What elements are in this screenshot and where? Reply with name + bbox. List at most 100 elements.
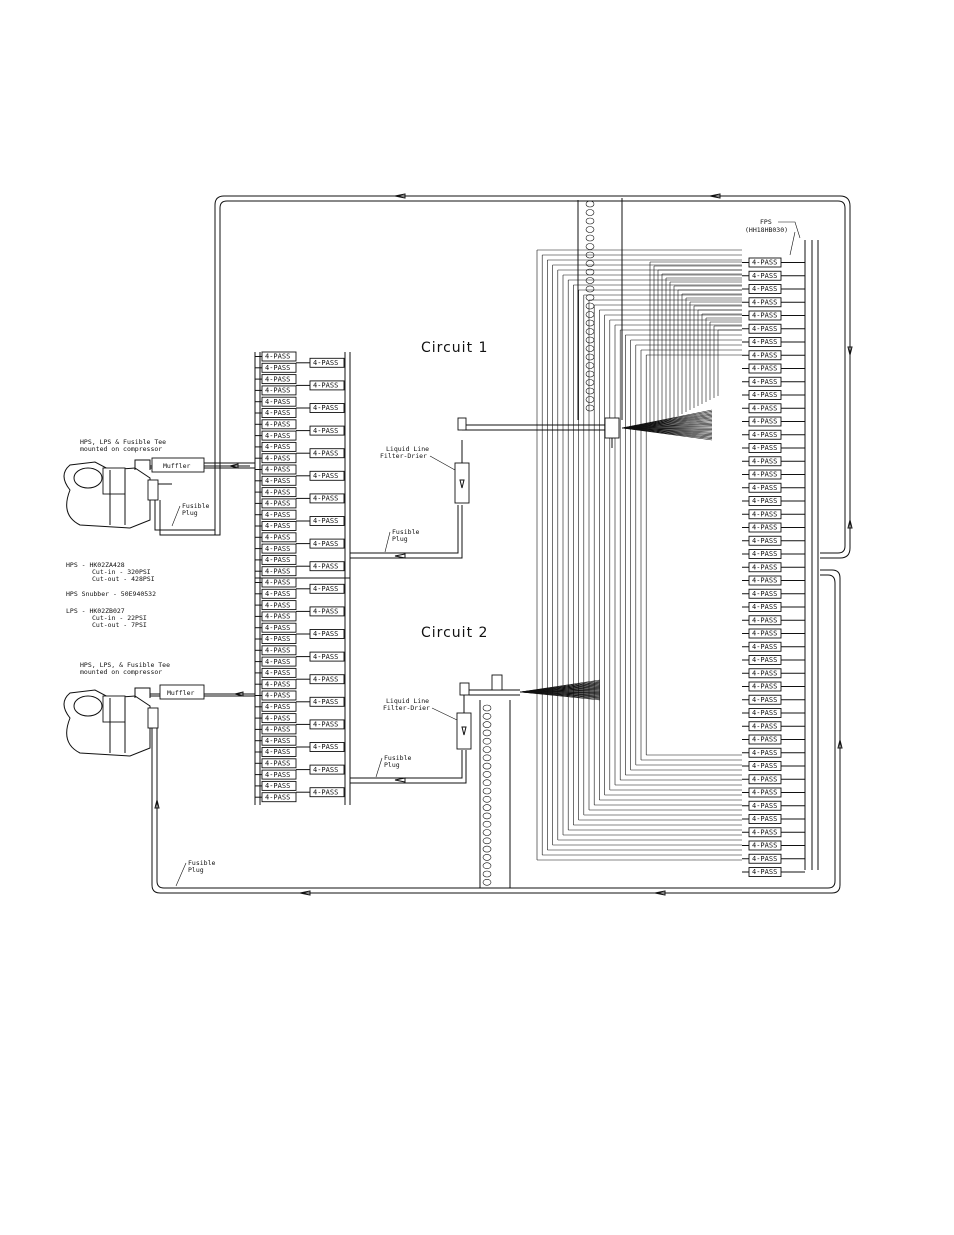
- coil-turn: [585, 345, 595, 352]
- liquid-line-label-1: Liquid Line: [386, 445, 429, 453]
- labels: Circuit 1 Circuit 2 FPS (HH18HB030) HPS,…: [66, 218, 801, 887]
- distributor-fan-circuit-2: [519, 679, 601, 701]
- left-pass-box-inner: 4-PASS: [261, 656, 297, 667]
- coil-turn: [585, 328, 595, 335]
- pass-label: 4-PASS: [313, 449, 338, 457]
- pass-label: 4-PASS: [265, 692, 290, 700]
- pass-label: 4-PASS: [752, 603, 777, 611]
- left-pass-box-inner: 4-PASS: [261, 453, 297, 464]
- left-pass-box-outer: 4-PASS: [309, 764, 345, 775]
- coil-frames: [479, 198, 623, 888]
- right-pass-box: 4-PASS: [748, 641, 782, 652]
- pass-label: 4-PASS: [265, 353, 290, 361]
- coil-turn: [482, 762, 492, 770]
- pass-label: 4-PASS: [265, 579, 290, 587]
- right-pass-box: 4-PASS: [748, 376, 782, 387]
- right-pass-box: 4-PASS: [748, 840, 782, 851]
- lps-cutout: Cut-out - 7PSI: [92, 621, 147, 629]
- compressor-circuit-1: [63, 457, 255, 536]
- pass-label: 4-PASS: [752, 722, 777, 730]
- coil-turn: [585, 217, 595, 225]
- right-pass-box: 4-PASS: [748, 708, 782, 718]
- right-pass-box: 4-PASS: [748, 668, 782, 679]
- liquid-line-label-2: Liquid Line: [386, 697, 429, 705]
- right-pass-box: 4-PASS: [748, 562, 782, 573]
- tee-note-2b: mounted on compressor: [80, 668, 162, 676]
- pass-label: 4-PASS: [265, 635, 290, 643]
- coil-turn: [585, 379, 595, 386]
- pass-label: 4-PASS: [265, 466, 290, 474]
- pass-label: 4-PASS: [752, 802, 777, 810]
- left-pass-box-inner: 4-PASS: [261, 475, 297, 486]
- right-pass-box: 4-PASS: [748, 867, 782, 877]
- pass-label: 4-PASS: [265, 748, 290, 756]
- left-pass-box-inner: 4-PASS: [261, 441, 297, 452]
- pass-label: 4-PASS: [265, 522, 290, 530]
- coil-turn: [585, 234, 595, 242]
- coil-turn: [585, 404, 595, 412]
- pass-label: 4-PASS: [313, 472, 338, 480]
- pass-label: 4-PASS: [313, 788, 338, 796]
- coil-turn: [585, 302, 595, 310]
- right-pass-box: 4-PASS: [748, 416, 782, 427]
- pass-label: 4-PASS: [265, 624, 290, 632]
- left-pass-box-inner: 4-PASS: [261, 362, 297, 373]
- right-pass-box: 4-PASS: [748, 721, 782, 732]
- right-pass-box: 4-PASS: [748, 827, 782, 838]
- left-pass-box-outer: 4-PASS: [309, 674, 345, 685]
- pass-label: 4-PASS: [265, 760, 290, 768]
- circuit-2-label: Circuit 2: [421, 625, 488, 641]
- right-pass-box: 4-PASS: [748, 337, 782, 347]
- right-pass-box: 4-PASS: [748, 284, 782, 294]
- coil-turn: [585, 285, 595, 293]
- filter-drier-label-2: Filter-Drier: [383, 704, 430, 712]
- pass-label: 4-PASS: [265, 443, 290, 451]
- tee-note-2: HPS, LPS, & Fusible Tee: [80, 661, 170, 669]
- pass-label: 4-PASS: [265, 488, 290, 496]
- pass-label: 4-PASS: [752, 272, 777, 280]
- pass-label: 4-PASS: [313, 766, 338, 774]
- pass-label: 4-PASS: [752, 484, 777, 492]
- right-pass-box: 4-PASS: [748, 522, 782, 533]
- pass-label: 4-PASS: [752, 471, 777, 479]
- pass-label: 4-PASS: [752, 457, 777, 465]
- pass-label: 4-PASS: [313, 517, 338, 525]
- left-pass-box-outer: 4-PASS: [309, 470, 345, 481]
- left-pass-box-outer: 4-PASS: [309, 425, 345, 436]
- left-pass-stack: 4-PASS4-PASS4-PASS4-PASS4-PASS4-PASS4-PA…: [255, 351, 345, 803]
- pass-label: 4-PASS: [265, 432, 290, 440]
- pass-label: 4-PASS: [265, 703, 290, 711]
- pass-label: 4-PASS: [752, 510, 777, 518]
- coil-turn: [482, 812, 492, 820]
- coil-turn: [585, 396, 595, 403]
- coil-turn: [482, 704, 492, 712]
- pass-label: 4-PASS: [265, 534, 290, 542]
- hps-cutin: Cut-in - 320PSI: [92, 568, 151, 576]
- left-pass-box-outer: 4-PASS: [309, 357, 345, 368]
- left-pass-box-inner: 4-PASS: [261, 464, 297, 475]
- right-pass-box: 4-PASS: [748, 310, 782, 321]
- fps-label: FPS: [760, 218, 772, 226]
- pass-label: 4-PASS: [752, 563, 777, 571]
- pass-label: 4-PASS: [313, 630, 338, 638]
- pass-label: 4-PASS: [752, 842, 777, 850]
- left-pass-box-inner: 4-PASS: [261, 408, 297, 418]
- left-pass-box-outer: 4-PASS: [309, 538, 345, 549]
- condenser-coil-circuit-1: [585, 200, 595, 412]
- pass-label: 4-PASS: [752, 683, 777, 691]
- pass-label: 4-PASS: [752, 497, 777, 505]
- coil-turn: [585, 294, 595, 301]
- pass-label: 4-PASS: [265, 409, 290, 417]
- coil-turn: [585, 277, 595, 284]
- left-pass-box-outer: 4-PASS: [309, 787, 345, 798]
- coil-turn: [585, 336, 595, 344]
- pass-label: 4-PASS: [265, 545, 290, 553]
- liquid-line-circuit-2: [350, 674, 520, 784]
- tee-note-1: HPS, LPS & Fusible Tee: [80, 438, 166, 446]
- pass-label: 4-PASS: [752, 855, 777, 863]
- lps-cutin: Cut-in - 22PSI: [92, 614, 147, 622]
- pass-label: 4-PASS: [265, 364, 290, 372]
- left-pass-box-inner: 4-PASS: [261, 577, 297, 588]
- coil-turn: [482, 878, 492, 886]
- right-pass-box: 4-PASS: [748, 747, 782, 758]
